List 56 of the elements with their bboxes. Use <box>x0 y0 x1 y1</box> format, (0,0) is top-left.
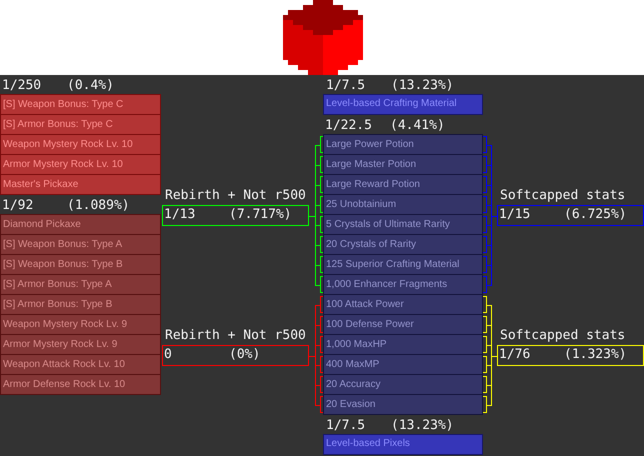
list-item: Weapon Mystery Rock Lv. 10 <box>1 135 160 154</box>
condition-heading: Softcapped stats <box>500 329 626 343</box>
drop-rate: 0 <box>164 348 172 362</box>
list-item: 5 Crystals of Ultimate Rarity <box>324 215 482 234</box>
drop-percent: (0%) <box>229 348 260 362</box>
drop-rate: 1/15 <box>499 208 530 222</box>
drop-percent: (6.725%) <box>564 208 627 222</box>
drop-rate: 1/7.5 <box>326 79 366 93</box>
list-item: Armor Mystery Rock Lv. 9 <box>1 335 160 354</box>
list-item: 20 Accuracy <box>324 375 482 394</box>
list-item: Weapon Mystery Rock Lv. 9 <box>1 315 160 334</box>
list-item: Large Power Potion <box>324 135 482 154</box>
drop-rate: 1/250 <box>2 79 42 93</box>
drop-percent: (1.323%) <box>564 348 627 362</box>
condition-heading: Rebirth + Not r500 <box>165 189 306 203</box>
drop-rate: 1/92 <box>2 199 34 213</box>
list-item: [S] Armor Bonus: Type A <box>1 275 160 294</box>
drop-percent: (1.089%) <box>67 199 130 213</box>
list-item: Master's Pickaxe <box>1 175 160 194</box>
drop-rate: 1/22.5 <box>325 119 372 133</box>
list-item: [S] Weapon Bonus: Type A <box>1 235 160 254</box>
bracket-connector <box>308 216 324 293</box>
drop-rate: 1/76 <box>499 348 530 362</box>
list-item: 25 Unobtainium <box>324 195 482 214</box>
drop-percent: (4.41%) <box>390 119 445 133</box>
drop-rate: 1/13 <box>164 208 196 222</box>
item-label: Level-based Pixels <box>326 438 410 450</box>
drop-percent: (13.23%) <box>391 79 454 93</box>
list-item: 1,000 MaxHP <box>324 335 482 354</box>
list-item: 20 Crystals of Rarity <box>324 235 482 254</box>
bracket-connector <box>482 356 498 413</box>
condition-heading: Softcapped stats <box>500 189 626 203</box>
list-item: 100 Defense Power <box>324 315 482 334</box>
drop-percent: (7.717%) <box>229 208 292 222</box>
list-item: Armor Defense Rock Lv. 10 <box>1 375 160 394</box>
drop-percent: (0.4%) <box>67 79 114 93</box>
drop-percent: (13.23%) <box>391 419 454 433</box>
list-item: Large Reward Potion <box>324 175 482 194</box>
item-label: Level-based Crafting Material <box>326 98 457 110</box>
list-item: Armor Mystery Rock Lv. 10 <box>1 155 160 174</box>
bracket-connector <box>308 356 324 413</box>
bracket-connector <box>482 216 498 293</box>
list-item: [S] Armor Bonus: Type C <box>1 115 160 134</box>
list-item: Diamond Pickaxe <box>1 215 160 234</box>
list-item: [S] Armor Bonus: Type B <box>1 295 160 314</box>
list-item: [S] Weapon Bonus: Type C <box>1 95 160 114</box>
list-item: 20 Evasion <box>324 395 482 414</box>
list-item: 1,000 Enhancer Fragments <box>324 275 482 294</box>
drop-rate: 1/7.5 <box>326 419 366 433</box>
list-item: [S] Weapon Bonus: Type B <box>1 255 160 274</box>
list-item: Weapon Attack Rock Lv. 10 <box>1 355 160 374</box>
list-item: Large Master Potion <box>324 155 482 174</box>
list-item: 125 Superior Crafting Material <box>324 255 482 274</box>
list-item: 400 MaxMP <box>324 355 482 374</box>
condition-heading: Rebirth + Not r500 <box>165 329 306 343</box>
list-item: 100 Attack Power <box>324 295 482 314</box>
